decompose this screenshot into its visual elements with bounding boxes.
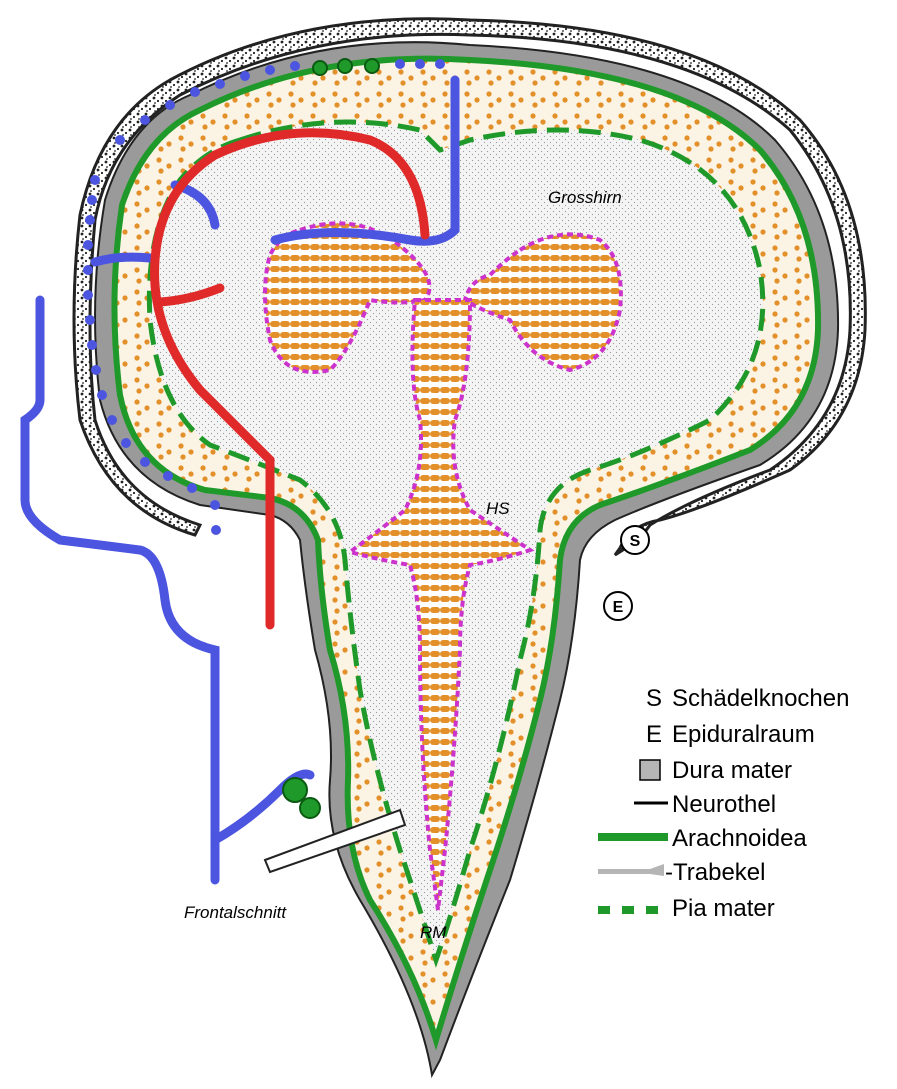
legend-symbol-arachnoidea xyxy=(598,833,668,841)
marker-e-label: E xyxy=(613,599,624,616)
legend-item-schaedelknochen: S Schädelknochen xyxy=(646,685,849,712)
legend-item-neurothel: Neurothel xyxy=(634,791,776,818)
marker-s-label: S xyxy=(630,533,641,550)
legend-text-dura-mater: Dura mater xyxy=(672,757,792,784)
legend-symbol-pia-2 xyxy=(622,906,634,914)
legend-item-dura-mater: Dura mater xyxy=(640,757,792,784)
legend-item-arachnoidea: Arachnoidea xyxy=(598,825,807,852)
legend-item-epiduralraum: E Epiduralraum xyxy=(646,721,815,748)
legend-text-pia-mater: Pia mater xyxy=(672,895,775,922)
legend-item-pia-mater: Pia mater xyxy=(598,895,775,922)
label-grosshirn: Grosshirn xyxy=(548,188,622,207)
marker-s: S xyxy=(621,526,649,554)
legend: S Schädelknochen E Epiduralraum Dura mat… xyxy=(598,685,849,922)
legend-key-e: E xyxy=(646,721,662,748)
legend-item-trabekel: -Trabekel xyxy=(598,859,765,886)
legend-text-arachnoidea: Arachnoidea xyxy=(672,825,807,852)
legend-text-schaedelknochen: Schädelknochen xyxy=(672,685,849,712)
legend-symbol-pia-3 xyxy=(646,906,658,914)
legend-text-trabekel: -Trabekel xyxy=(665,859,765,886)
legend-symbol-dura xyxy=(640,760,660,780)
legend-text-epiduralraum: Epiduralraum xyxy=(672,721,815,748)
legend-symbol-trabekel xyxy=(598,864,664,876)
legend-text-neurothel: Neurothel xyxy=(672,791,776,818)
label-rm: RM xyxy=(420,923,447,942)
legend-key-s: S xyxy=(646,685,662,712)
label-hs: HS xyxy=(486,499,510,518)
marker-e: E xyxy=(604,592,632,620)
label-frontalschnitt: Frontalschnitt xyxy=(184,903,287,922)
legend-symbol-pia-1 xyxy=(598,906,610,914)
